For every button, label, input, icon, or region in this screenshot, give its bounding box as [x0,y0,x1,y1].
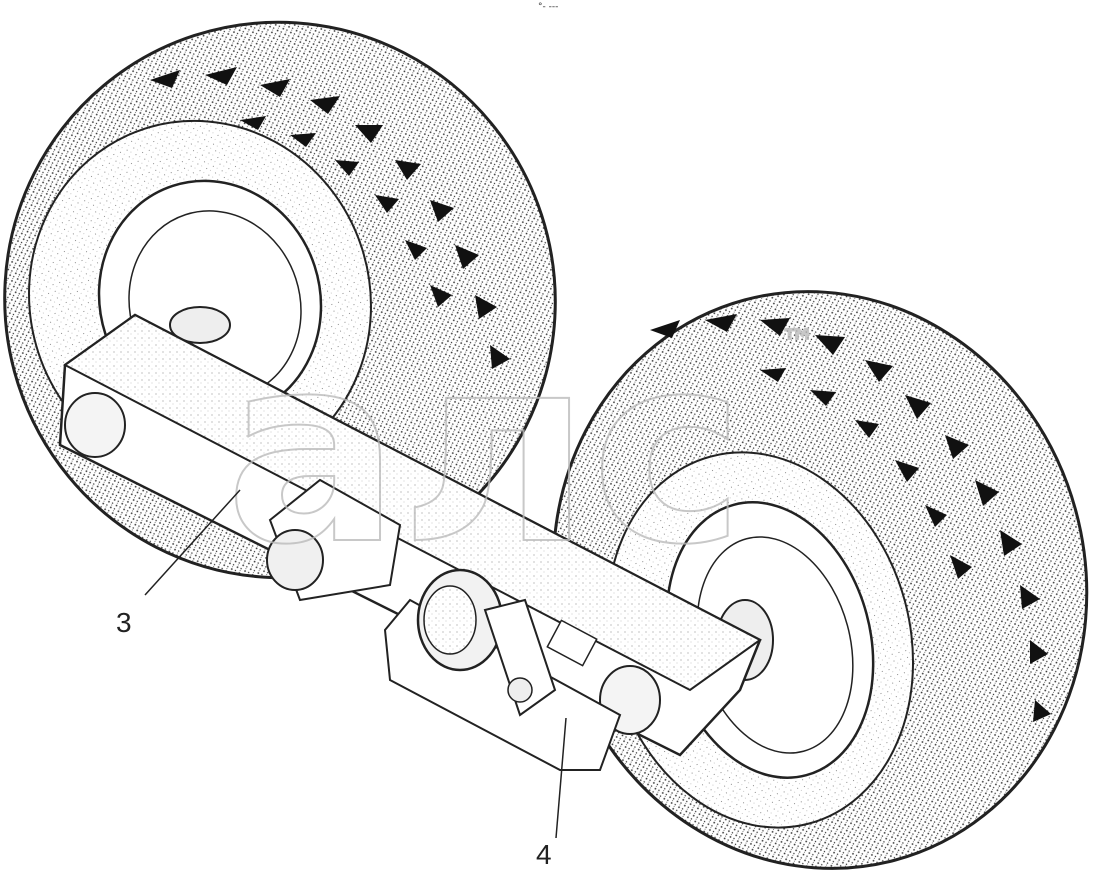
callout-4: 4 [536,717,567,870]
coupling-pin [266,529,324,591]
coupling-bracket [266,478,402,602]
axle-beam-slot [546,619,598,667]
right-tire-tread [650,314,1051,722]
brake-chamber-face [423,585,477,655]
left-hub [169,306,231,344]
callout-4-label: 4 [536,839,552,870]
watermark-logo: алс ™ [224,299,817,603]
lever-pivot [507,677,533,703]
callout-3-leader [144,489,241,596]
watermark-text: алс [225,300,745,602]
slack-adjuster-lever [483,598,557,717]
callout-3-label: 3 [116,607,132,638]
top-mark: °- --- [538,2,559,12]
watermark-trademark: ™ [780,323,816,364]
brake-chamber-assembly [383,568,622,771]
axle-beam-end-left [64,392,126,458]
callout-4-leader [555,717,567,839]
left-tire-tread [150,67,510,369]
callout-3: 3 [116,489,241,638]
